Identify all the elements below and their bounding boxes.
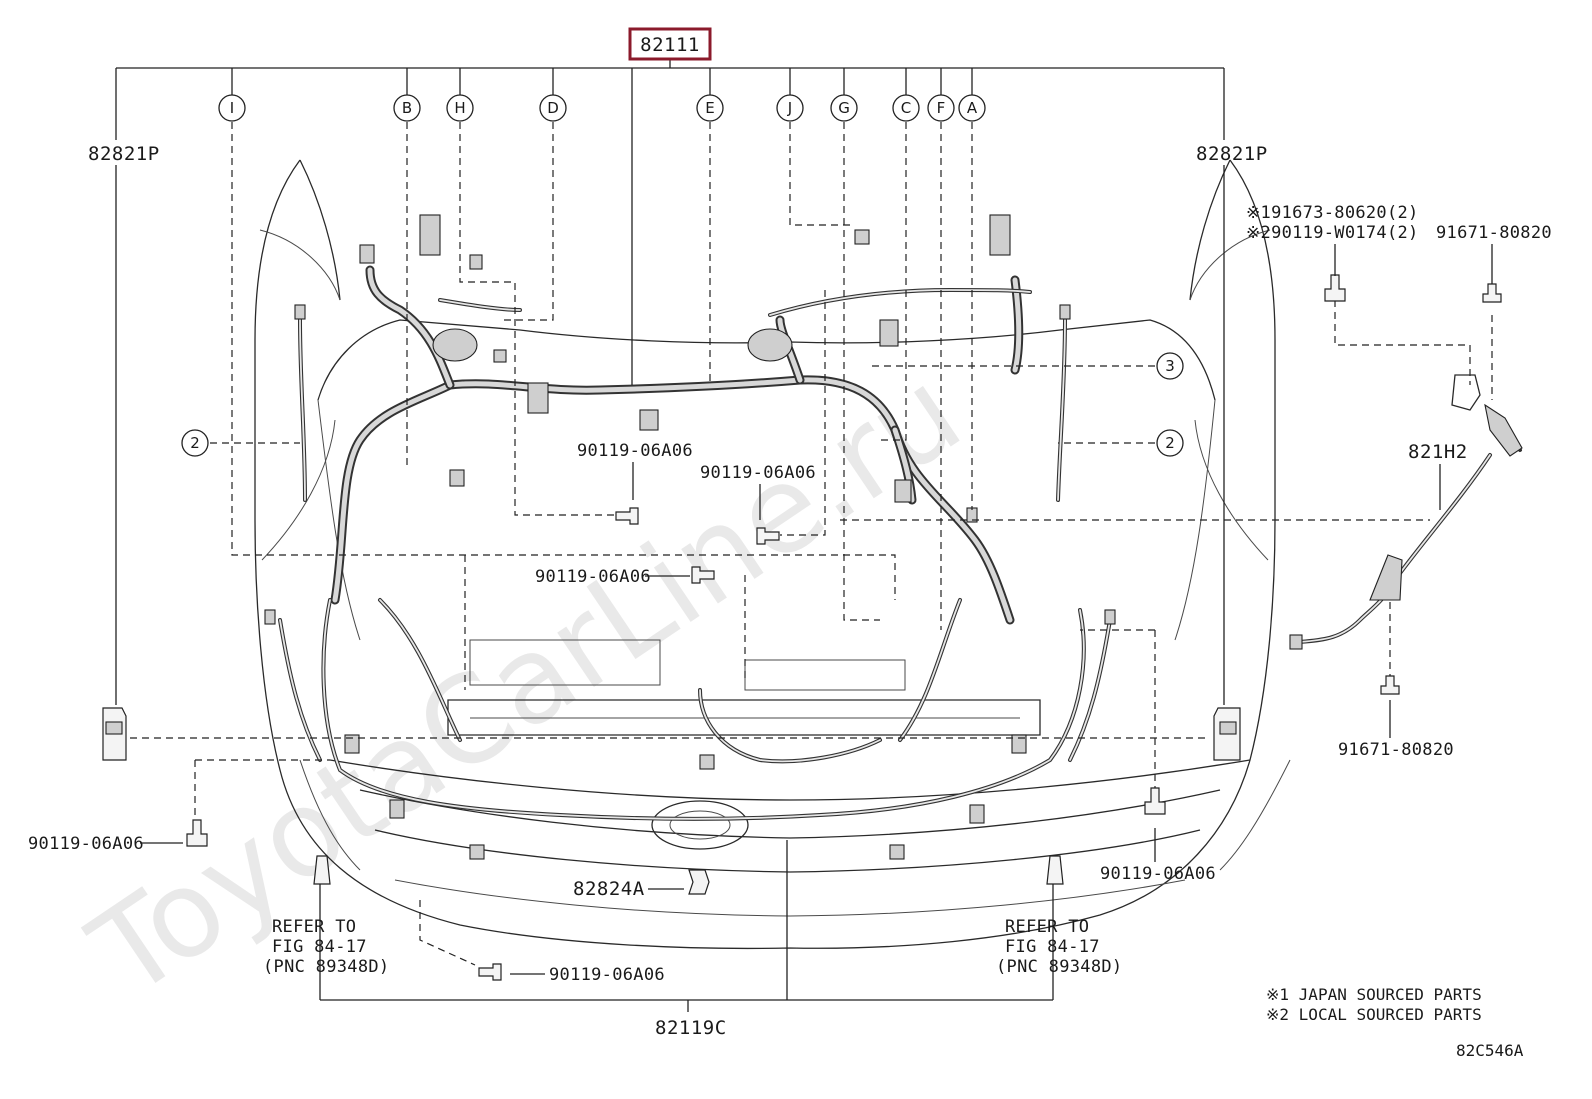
svg-text:A: A <box>967 99 978 117</box>
sensor-bolt-top-label: 91671-80820 <box>1436 223 1552 243</box>
sensor-821H2 <box>1289 374 1523 650</box>
svg-text:J: J <box>787 99 792 117</box>
bolt-middle-center <box>691 566 715 584</box>
svg-text:G: G <box>838 99 850 117</box>
svg-text:C: C <box>901 99 911 117</box>
svg-text:2: 2 <box>190 434 200 452</box>
main-part-label: 82111 <box>640 34 700 56</box>
bolt-bottom-center <box>478 963 502 981</box>
callout-F: F <box>927 94 955 122</box>
callout-2-right: 2 <box>1156 429 1184 457</box>
bolt-label-upper-right: 90119-06A06 <box>700 463 816 483</box>
bolt-label-lower-left: 90119-06A06 <box>28 834 144 854</box>
refer-right-line-1: REFER TO <box>1005 917 1089 937</box>
refer-left-line-1: REFER TO <box>272 917 356 937</box>
svg-text:2: 2 <box>1165 434 1175 452</box>
sensor-part-label: 821H2 <box>1408 441 1468 463</box>
clip-82824A <box>688 869 710 895</box>
main-part-highlight <box>628 27 712 61</box>
sensor-source-line-2: ※290119-W0174(2) <box>1246 223 1419 243</box>
bolt-label-middle-center: 90119-06A06 <box>535 567 651 587</box>
side-part-right-label: 82821P <box>1196 143 1268 165</box>
bracket-right-82821P <box>1213 707 1241 761</box>
note-local-sourced: ※2 LOCAL SOURCED PARTS <box>1266 1005 1482 1024</box>
note-japan-sourced: ※1 JAPAN SOURCED PARTS <box>1266 985 1482 1004</box>
callout-circles: I B H D E J G C F A 2 2 3 <box>181 94 1184 457</box>
bolt-upper-right <box>756 527 780 545</box>
callout-E: E <box>696 94 724 122</box>
callout-G: G <box>830 94 858 122</box>
main-wire-harness <box>264 214 1116 860</box>
bracket-label-82824A: 82824A <box>573 878 645 900</box>
sensor-source-line-1: ※191673-80620(2) <box>1246 203 1419 223</box>
callout-C: C <box>892 94 920 122</box>
bolt-lower-left <box>186 819 208 847</box>
bolt-sensor-top-left <box>1324 274 1346 302</box>
side-part-left-label: 82821P <box>88 143 160 165</box>
callout-H: H <box>446 94 474 122</box>
bolt-label-bottom-center: 90119-06A06 <box>549 965 665 985</box>
bolt-sensor-top-right <box>1482 283 1502 303</box>
bolt-sensor-bottom <box>1380 675 1400 695</box>
refer-left-line-2: FIG 84-17 <box>272 937 367 957</box>
car-body-outline <box>254 159 1291 950</box>
bolt-lower-right <box>1144 787 1166 815</box>
bottom-part-label: 82119C <box>655 1017 727 1039</box>
svg-text:F: F <box>937 99 946 117</box>
bottom-part-leader <box>319 840 1054 1012</box>
main-part-leader-tree <box>115 58 1225 705</box>
refer-right-line-3: (PNC 89348D) <box>996 957 1122 977</box>
refer-left-line-3: (PNC 89348D) <box>263 957 389 977</box>
svg-text:E: E <box>705 99 714 117</box>
svg-text:3: 3 <box>1165 357 1175 375</box>
callout-J: J <box>776 94 804 122</box>
svg-text:D: D <box>547 99 559 117</box>
bolt-label-upper-center: 90119-06A06 <box>577 441 693 461</box>
figure-code: 82C546A <box>1456 1041 1524 1060</box>
callout-dash-leaders <box>130 122 1493 966</box>
clip-left-fog <box>313 855 331 885</box>
callout-D: D <box>539 94 567 122</box>
callout-A: A <box>958 94 986 122</box>
bolt-upper-center <box>615 507 639 525</box>
bolts <box>186 274 1502 981</box>
bolt-label-lower-right: 90119-06A06 <box>1100 864 1216 884</box>
svg-text:I: I <box>230 99 234 117</box>
refer-right-line-2: FIG 84-17 <box>1005 937 1100 957</box>
svg-text:H: H <box>454 99 465 117</box>
part-labels: 82111 82821P 82821P 90119-06A06 90119-06… <box>28 27 1552 1060</box>
callout-3-right: 3 <box>1156 352 1184 380</box>
callout-I: I <box>218 94 246 122</box>
bracket-left-82821P <box>102 707 127 761</box>
clip-right-fog <box>1046 855 1064 885</box>
sensor-bolt-bottom-label: 91671-80820 <box>1338 740 1454 760</box>
callout-B: B <box>393 94 421 122</box>
svg-text:B: B <box>402 99 412 117</box>
callout-2-left: 2 <box>181 429 209 457</box>
